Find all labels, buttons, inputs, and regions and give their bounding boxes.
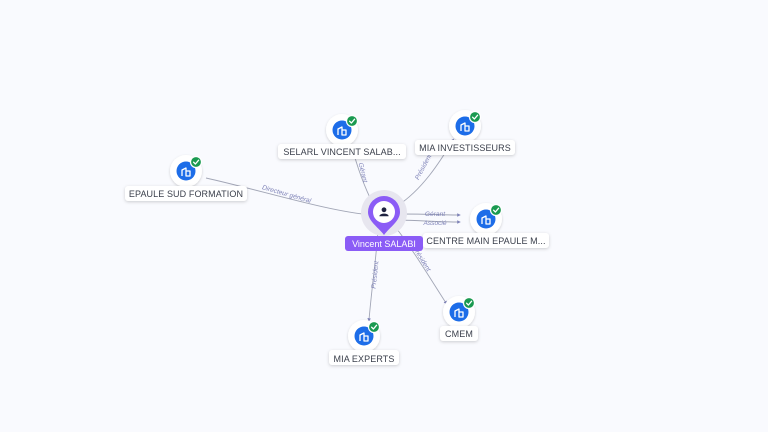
building-icon bbox=[359, 332, 369, 342]
edge-centre-main-2 bbox=[399, 219, 461, 224]
verified-badge-icon bbox=[367, 320, 381, 334]
company-node-cmem[interactable]: CMEM bbox=[440, 296, 478, 341]
company-node-centre-main[interactable]: CENTRE MAIN EPAULE M... bbox=[423, 203, 549, 248]
building-icon bbox=[460, 122, 470, 132]
edge-label-mia-inv: Président bbox=[414, 152, 434, 181]
edge-label-mia-experts: Président bbox=[371, 259, 381, 289]
verified-badge-icon bbox=[189, 155, 203, 169]
edge-label-centre-main-2: Associé bbox=[422, 220, 446, 227]
building-icon bbox=[181, 167, 191, 177]
company-label: CENTRE MAIN EPAULE M... bbox=[426, 236, 545, 246]
person-node[interactable]: Vincent SALABI bbox=[345, 190, 423, 251]
edge-label-centre-main-1: Gérant bbox=[425, 211, 446, 218]
person-label-bg bbox=[345, 236, 423, 251]
company-label: EPAULE SUD FORMATION bbox=[129, 189, 243, 199]
company-node-selarl[interactable]: SELARL VINCENT SALAB... bbox=[278, 114, 406, 159]
verified-badge-icon bbox=[489, 203, 503, 217]
building-icon bbox=[454, 308, 464, 318]
edge-label-epaule-sud: Directeur général bbox=[261, 184, 312, 205]
building-icon bbox=[337, 126, 347, 136]
company-label: MIA INVESTISSEURS bbox=[419, 143, 511, 153]
edge-label-selarl: Gérant bbox=[357, 162, 369, 184]
company-label: SELARL VINCENT SALAB... bbox=[283, 147, 400, 157]
company-label: MIA EXPERTS bbox=[334, 354, 395, 364]
verified-badge-icon bbox=[462, 296, 476, 310]
building-icon bbox=[481, 215, 491, 225]
verified-badge-icon bbox=[345, 114, 359, 128]
edge-epaule-sud bbox=[205, 177, 374, 217]
company-label: CMEM bbox=[445, 329, 473, 339]
person-name: Vincent SALABI bbox=[352, 239, 416, 249]
person-icon bbox=[379, 207, 389, 217]
company-node-epaule-sud[interactable]: EPAULE SUD FORMATION bbox=[125, 155, 247, 201]
company-node-mia-inv[interactable]: MIA INVESTISSEURS bbox=[415, 110, 515, 155]
verified-badge-icon bbox=[468, 110, 482, 124]
company-node-mia-experts[interactable]: MIA EXPERTS bbox=[329, 320, 399, 365]
